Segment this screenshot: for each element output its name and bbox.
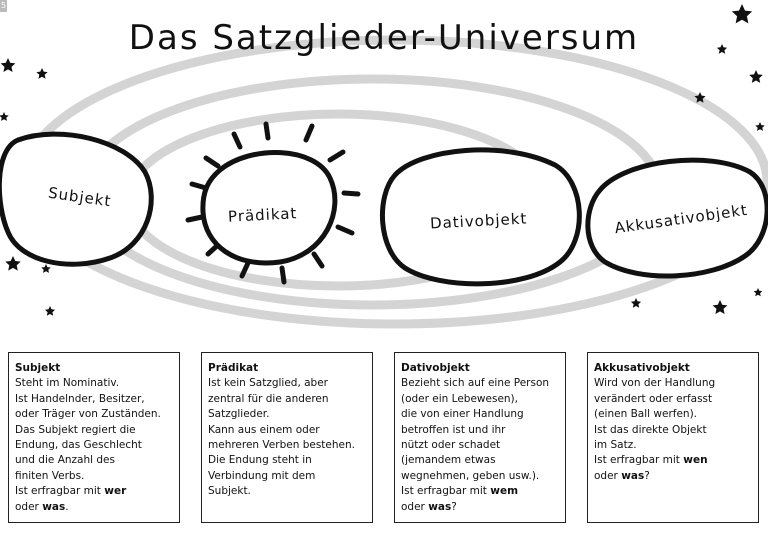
info-box-title: Subjekt xyxy=(15,362,61,374)
info-box-title: Dativobjekt xyxy=(401,362,470,374)
info-box-line: Ist erfragbar mit wen xyxy=(594,454,708,467)
planet-dativobjekt xyxy=(379,147,582,287)
info-box-line: verändert oder erfasst xyxy=(594,392,713,405)
info-box-line: finiten Verbs. xyxy=(15,469,85,482)
info-box-line: oder was? xyxy=(401,500,457,513)
star-icon xyxy=(712,300,728,314)
question-word: wen xyxy=(683,454,708,467)
star-icon xyxy=(0,112,9,121)
star-icon xyxy=(694,92,706,103)
planet-akkusativobjekt xyxy=(585,157,768,279)
page-number: 5 xyxy=(0,0,7,12)
info-box-line: Endung, das Geschlecht xyxy=(15,439,142,452)
stars xyxy=(0,4,765,316)
star-icon xyxy=(36,68,48,79)
planet-label-praedikat: Prädikat xyxy=(227,204,298,226)
question-word: was xyxy=(42,500,66,513)
info-box-line: Ist Handelnder, Besitzer, xyxy=(15,392,145,405)
info-box-line: mehreren Verben bestehen. xyxy=(208,439,355,452)
info-box-line: und die Anzahl des xyxy=(15,454,115,467)
question-word: wem xyxy=(490,485,519,498)
star-icon xyxy=(716,44,728,54)
star-icon xyxy=(753,288,763,297)
info-box-line: zentral für die anderen xyxy=(208,392,329,405)
star-icon xyxy=(41,264,51,273)
info-box-line: oder was. xyxy=(15,500,69,513)
info-box-line: Bezieht sich auf eine Person xyxy=(401,377,550,390)
info-box-line: Verbindung mit dem xyxy=(208,469,316,482)
star-icon xyxy=(44,306,56,316)
info-box-line: Ist kein Satzglied, aber xyxy=(208,377,329,390)
info-box-line: Subjekt. xyxy=(208,485,251,498)
page-title: Das Satzglieder-Universum xyxy=(128,18,640,58)
star-icon xyxy=(0,58,16,72)
info-box-line: nützt oder schadet xyxy=(401,439,501,452)
info-box-line: Wird von der Handlung xyxy=(594,377,716,390)
info-box-title: Akkusativobjekt xyxy=(594,362,690,374)
info-box-line: (einen Ball werfen). xyxy=(594,408,698,421)
question-word: was xyxy=(621,469,645,482)
info-box-line: betroffen ist und ihr xyxy=(401,423,506,436)
info-box-title: Prädikat xyxy=(208,362,259,374)
question-word: was xyxy=(428,500,452,513)
planet-subjekt xyxy=(0,131,154,267)
info-box-line: im Satz. xyxy=(594,439,637,452)
star-icon xyxy=(630,298,642,308)
info-box-line: Ist das direkte Objekt xyxy=(594,423,707,436)
info-box-line: Steht im Nominativ. xyxy=(15,377,120,390)
info-box-line: Ist erfragbar mit wer xyxy=(15,485,127,498)
star-icon xyxy=(731,4,753,24)
info-box-line: (jemandem etwas xyxy=(401,454,496,467)
star-icon xyxy=(5,256,21,271)
star-icon xyxy=(749,70,763,83)
info-box-line: (oder ein Lebewesen), xyxy=(401,392,518,405)
info-box-line: Satzglieder. xyxy=(208,408,270,421)
info-box-line: die von einer Handlung xyxy=(401,408,524,421)
info-box-line: oder was? xyxy=(594,469,650,482)
planet-praedikat xyxy=(200,150,338,266)
sun-rays xyxy=(185,121,361,285)
star-icon xyxy=(755,122,765,131)
info-box-line: Die Endung steht in xyxy=(208,454,312,467)
info-box-line: Das Subjekt regiert die xyxy=(15,423,136,436)
info-box-line: wegnehmen, geben usw.). xyxy=(401,469,540,482)
info-box-line: Kann aus einem oder xyxy=(208,423,320,436)
question-word: wer xyxy=(104,485,127,498)
info-box-line: oder Träger von Zuständen. xyxy=(15,408,161,421)
info-box-line: Ist erfragbar mit wem xyxy=(401,485,519,498)
